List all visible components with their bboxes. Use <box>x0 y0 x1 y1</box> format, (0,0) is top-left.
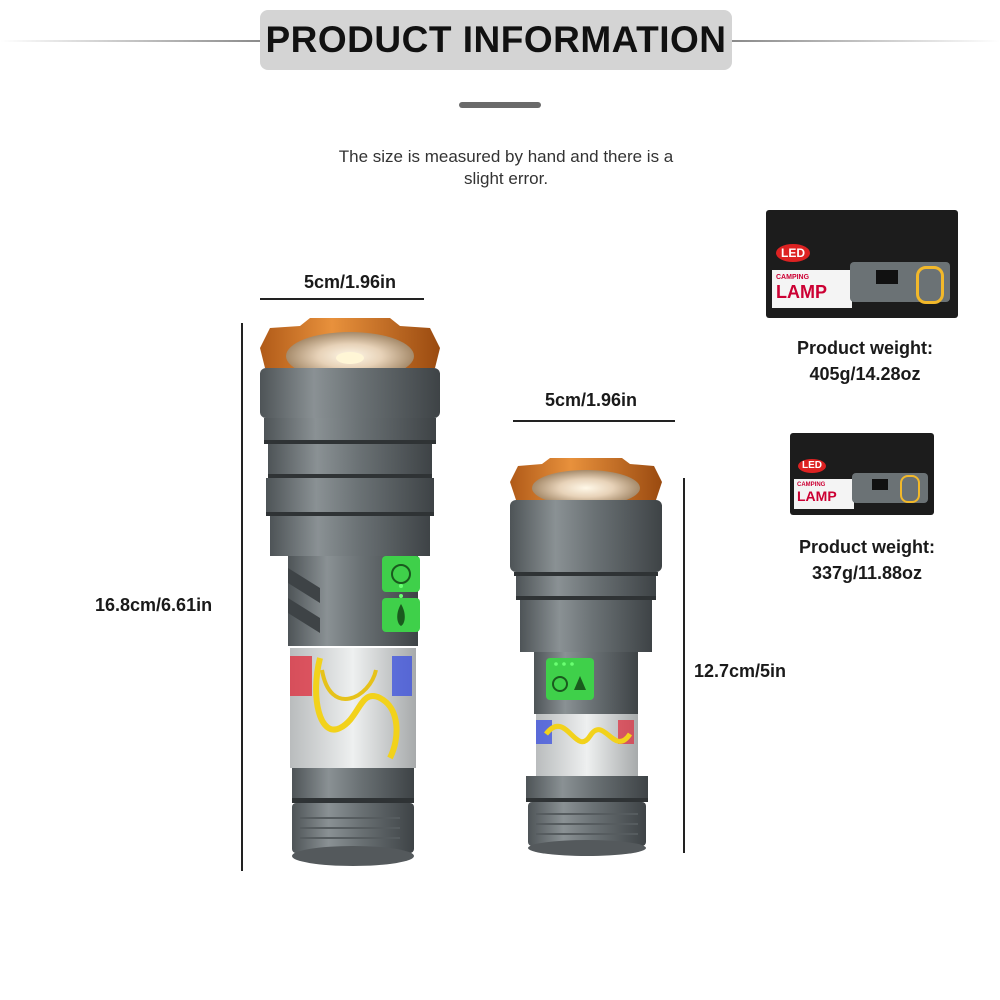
small-lamp-width-line <box>513 420 675 422</box>
large-lamp-height-line <box>241 323 243 871</box>
small-lamp-height-line <box>683 478 685 853</box>
large-box-product-big: LAMP <box>776 282 827 302</box>
small-weight-label: Product weight: <box>799 537 935 557</box>
measurement-note-line2: slight error. <box>463 169 549 188</box>
small-weight-info: Product weight: 337g/11.88oz <box>782 534 952 586</box>
large-box-cob <box>916 266 944 304</box>
large-box-switch <box>876 270 898 284</box>
large-lamp-height-label: 16.8cm/6.61in <box>95 595 213 615</box>
accent-divider <box>459 102 541 108</box>
small-lamp-height-label: 12.7cm/5in <box>694 661 787 681</box>
large-package-box-icon: LED CAMPING LAMP <box>766 210 958 318</box>
large-weight-value: 405g/14.28oz <box>809 364 921 384</box>
header-rule-right <box>732 40 1000 42</box>
small-flashlight-icon <box>510 458 662 856</box>
large-flashlight-icon <box>260 318 440 866</box>
small-box-brand: LED <box>798 459 826 473</box>
measurement-note-line1: The size is measured by hand and there i… <box>338 147 674 166</box>
small-box-switch <box>872 479 888 490</box>
small-box-product: CAMPING <box>797 482 826 488</box>
small-lamp-width-label: 5cm/1.96in <box>545 390 638 410</box>
small-box-panel <box>794 479 854 509</box>
small-box-product-big: LAMP <box>797 488 837 504</box>
small-package-box-icon: LED CAMPING LAMP <box>790 433 934 515</box>
large-box-product: CAMPING <box>776 274 810 281</box>
large-box-panel <box>772 270 852 308</box>
large-lamp-width-label: 5cm/1.96in <box>304 272 397 292</box>
large-weight-info: Product weight: 405g/14.28oz <box>780 335 950 387</box>
header-rule-left <box>0 40 262 42</box>
large-lamp-width-line <box>260 298 424 300</box>
small-box-cob <box>900 475 920 503</box>
large-box-brand: LED <box>776 244 810 262</box>
title-banner: PRODUCT INFORMATION <box>260 10 732 70</box>
measurement-note: The size is measured by hand and there i… <box>300 146 712 190</box>
large-weight-label: Product weight: <box>797 338 933 358</box>
page-title: PRODUCT INFORMATION <box>265 19 727 60</box>
small-weight-value: 337g/11.88oz <box>811 563 923 583</box>
